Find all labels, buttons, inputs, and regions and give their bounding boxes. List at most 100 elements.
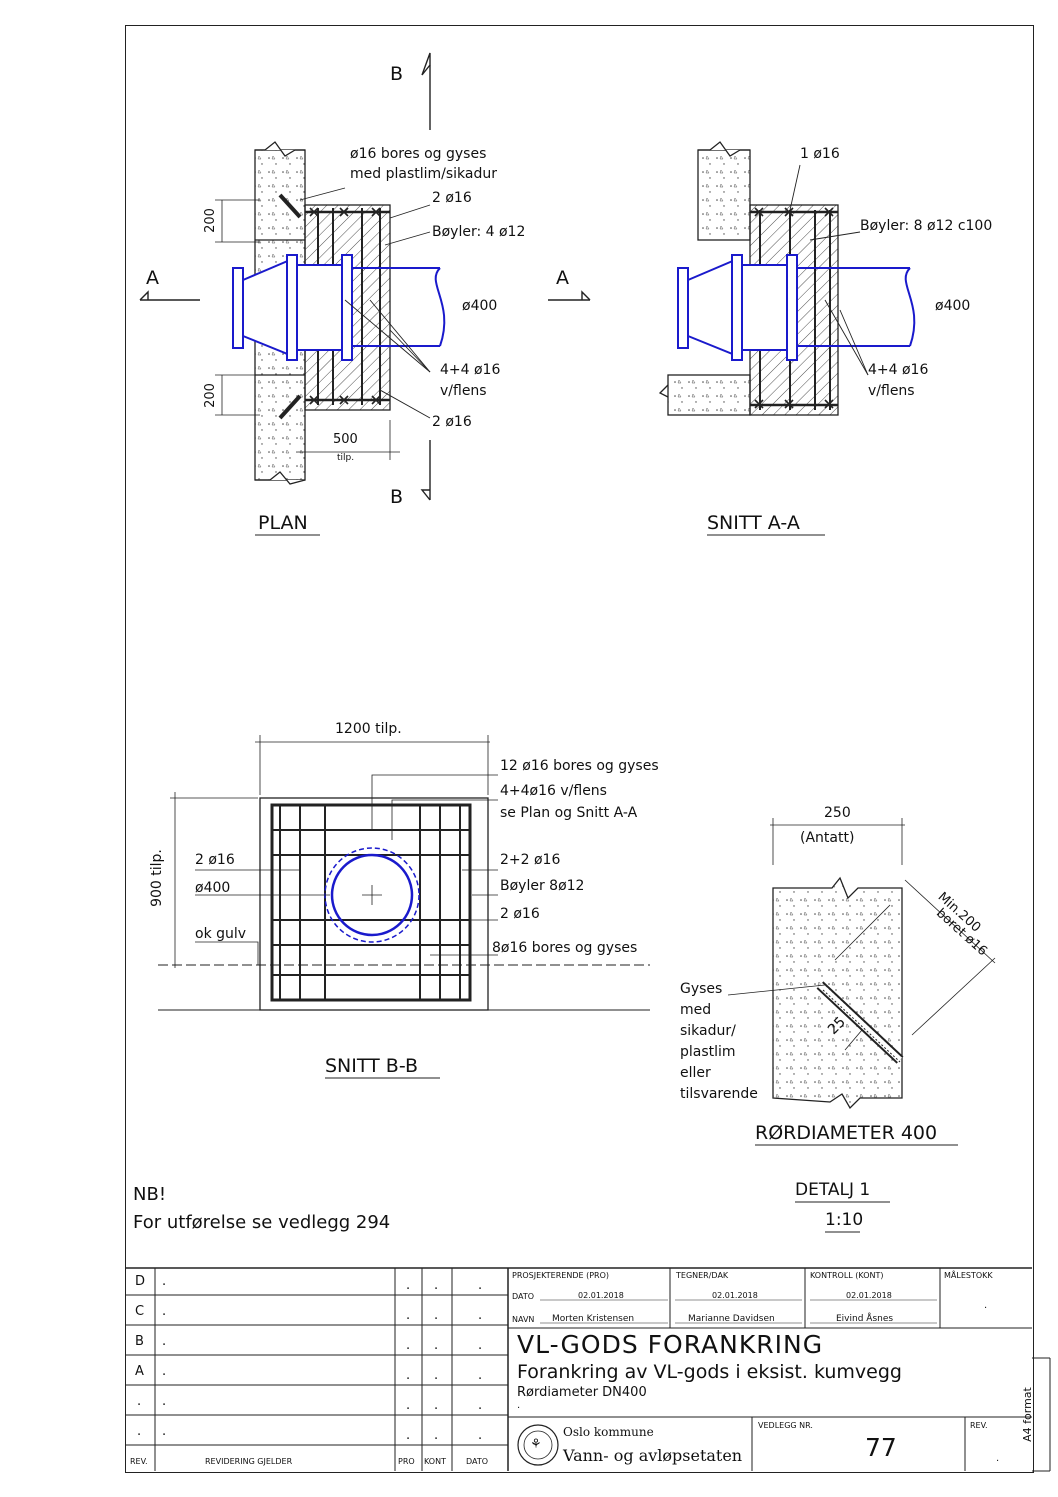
bb-note-44vflens: 4+4ø16 v/flens	[500, 783, 607, 799]
rev-dot: .	[434, 1338, 439, 1353]
hdr-dato: DATO	[466, 1457, 489, 1466]
aa-note-44: 4+4 ø16	[868, 362, 929, 378]
plan-dim-200-top: 200	[202, 208, 218, 233]
kont-name: Eivind Åsnes	[836, 1314, 894, 1324]
nb-heading: NB!	[133, 1184, 167, 1205]
vedlegg-value: 77	[865, 1433, 897, 1462]
plan-dim-tilp: tilp.	[337, 453, 355, 463]
snitt-bb-drawing	[158, 735, 650, 1079]
teg-date: 02.01.2018	[712, 1291, 758, 1300]
rev-dot: .	[406, 1428, 411, 1443]
plan-note-bores: ø16 bores og gyses	[350, 146, 487, 162]
rev-dot: .	[478, 1428, 483, 1443]
subtitle-3: .	[517, 1400, 521, 1411]
rev-dot: .	[434, 1398, 439, 1413]
aa-title: SNITT A-A	[707, 512, 800, 534]
rev-row-letter: .	[137, 1424, 142, 1439]
detalj-title: DETALJ 1	[795, 1180, 871, 1200]
rev-row-text: .	[162, 1424, 167, 1439]
kontroll-label: KONTROLL (KONT)	[810, 1271, 884, 1280]
format-label: A4 format	[1020, 1387, 1034, 1442]
malestokk-label: MÅLESTOKK	[944, 1271, 993, 1280]
rev-dot: .	[434, 1308, 439, 1323]
rev-dot: .	[406, 1398, 411, 1413]
detalj-dim-250: 250	[824, 805, 851, 821]
detalj-gyses-3: sikadur/	[680, 1023, 736, 1039]
tegner-label: TEGNER/DAK	[676, 1271, 729, 1280]
navn-label: NAVN	[512, 1315, 535, 1324]
hdr-revidering: REVIDERING GJELDER	[205, 1457, 293, 1466]
bb-note-se: se Plan og Snitt A-A	[500, 805, 638, 821]
section-mark-b-top: B	[390, 63, 404, 85]
subtitle: Forankring av VL-gods i eksist. kumvegg	[517, 1361, 902, 1383]
hdr-kont: KONT	[424, 1457, 446, 1466]
section-mark-a-left: A	[146, 267, 159, 289]
plan-title: PLAN	[258, 512, 308, 534]
rev-dot: .	[406, 1278, 411, 1293]
pro-name: Morten Kristensen	[552, 1314, 635, 1324]
rev-dot: .	[434, 1278, 439, 1293]
rev-row-letter: A	[135, 1364, 144, 1379]
rev-row-letter: C	[135, 1304, 145, 1319]
bb-note-12o16: 12 ø16 bores og gyses	[500, 758, 659, 774]
aa-note-vflens: v/flens	[868, 383, 915, 399]
bb-note-22o16: 2+2 ø16	[500, 852, 561, 868]
rev-value: .	[996, 1453, 1000, 1464]
detalj-gyses-1: Gyses	[680, 981, 723, 997]
detalj-drawing	[727, 818, 996, 1233]
plan-note-plastlim: med plastlim/sikadur	[350, 166, 497, 182]
rev-row-text: .	[162, 1334, 167, 1349]
section-mark-a-right: A	[556, 267, 569, 289]
rev-dot: .	[406, 1308, 411, 1323]
bb-note-2o16-left: 2 ø16	[195, 852, 235, 868]
rev-dot: .	[406, 1368, 411, 1383]
prosjekterende-label: PROSJEKTERENDE (PRO)	[512, 1271, 610, 1280]
rev-dot: .	[478, 1338, 483, 1353]
subtitle-dn: Rørdiameter DN400	[517, 1385, 647, 1400]
rev-row-text: .	[162, 1364, 167, 1379]
plan-note-boyler: Bøyler: 4 ø12	[432, 224, 526, 240]
detalj-gyses-5: eller	[680, 1065, 711, 1081]
rev-dot: .	[434, 1368, 439, 1383]
plan-note-2o16-bottom: 2 ø16	[432, 414, 472, 430]
rev-row-text: .	[162, 1304, 167, 1319]
bb-note-8o16: 8ø16 bores og gyses	[492, 940, 638, 956]
kont-date: 02.01.2018	[846, 1291, 892, 1300]
vedlegg-label: VEDLEGG NR.	[758, 1421, 813, 1430]
drawing-frame	[125, 25, 1034, 1473]
rev-row-letter: .	[137, 1394, 142, 1409]
rev-dot: .	[478, 1308, 483, 1323]
rev-dot: .	[478, 1398, 483, 1413]
org-name-2: Vann- og avløpsetaten	[563, 1446, 743, 1465]
plan-note-pipe: ø400	[462, 298, 498, 314]
section-mark-b-bottom: B	[390, 486, 404, 508]
aa-note-1o16: 1 ø16	[800, 146, 840, 162]
main-title: VL-GODS FORANKRING	[517, 1330, 824, 1359]
rev-row-letter: B	[135, 1334, 144, 1349]
plan-dim-200-bottom: 200	[202, 383, 218, 408]
rev-row-text: .	[162, 1394, 167, 1409]
bb-note-pipe: ø400	[195, 880, 231, 896]
plan-note-2o16-top: 2 ø16	[432, 190, 472, 206]
rev-row-letter: D	[135, 1274, 146, 1289]
detalj-caption: RØRDIAMETER 400	[755, 1122, 938, 1144]
rev-dot: .	[434, 1428, 439, 1443]
hdr-pro: PRO	[398, 1457, 415, 1466]
detalj-gyses-2: med	[680, 1002, 712, 1018]
bb-note-boyler: Bøyler 8ø12	[500, 878, 585, 894]
detalj-gyses-6: tilsvarende	[680, 1086, 758, 1102]
detalj-gyses-4: plastlim	[680, 1044, 736, 1060]
rev-row-text: .	[162, 1274, 167, 1289]
pro-date: 02.01.2018	[578, 1291, 624, 1300]
bb-dim-width: 1200 tilp.	[335, 721, 402, 737]
aa-note-boyler: Bøyler: 8 ø12 c100	[860, 218, 993, 234]
plan-note-vflens: v/flens	[440, 383, 487, 399]
teg-name: Marianne Davidsen	[688, 1314, 775, 1324]
bb-dim-height: 900 tilp.	[148, 849, 165, 907]
plan-note-44: 4+4 ø16	[440, 362, 501, 378]
dato-label: DATO	[512, 1292, 535, 1301]
oslo-seal-icon: ⚘	[530, 1437, 542, 1452]
bb-note-okgulv: ok gulv	[195, 926, 247, 942]
title-block-grid	[125, 1267, 1051, 1472]
